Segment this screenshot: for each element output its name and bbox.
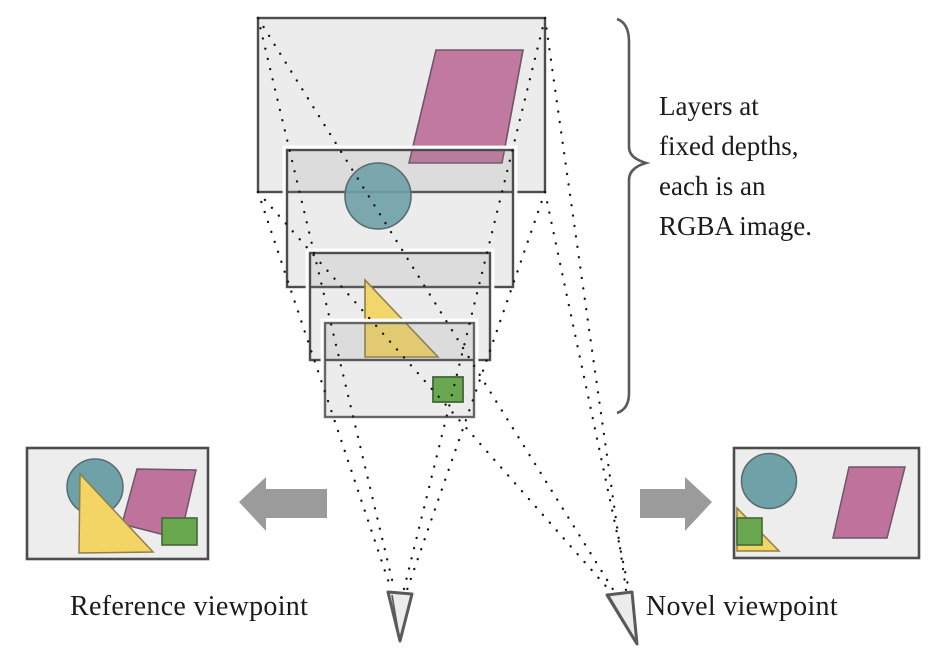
reference-camera-icon: [386, 590, 414, 643]
layer-2-halo: [282, 145, 518, 292]
projection-line-ref-tl: [256, 16, 396, 590]
novel-viewpoint-label: Novel viewpoint: [646, 591, 838, 622]
reference-green: [161, 517, 198, 546]
green-square: [432, 376, 464, 403]
projection-line-novel-tr: [543, 16, 628, 592]
reference-camera-fold: [391, 594, 400, 637]
reference-viewpoint-label: Reference viewpoint: [70, 591, 309, 622]
layer-4: [320, 318, 479, 422]
novel-green: [736, 517, 763, 546]
novel-magenta: [832, 466, 906, 539]
right-arrow-icon: [640, 477, 712, 531]
layers-note: Layers at fixed depths, each is an RGBA …: [659, 91, 812, 241]
projection-line-ref-bl: [256, 190, 393, 591]
novel-view-thumbnail: [732, 446, 921, 560]
layer-4-halo: [320, 318, 479, 422]
magenta-parallelogram: [407, 49, 524, 164]
yellow-triangle: [364, 277, 440, 358]
projection-lines: [256, 16, 631, 594]
teal-circle: [344, 162, 412, 230]
projection-line-ref-br: [405, 190, 547, 592]
projection-line-ref-tr: [402, 16, 547, 591]
layer-3-halo: [305, 248, 495, 365]
novel-camera-icon: [605, 590, 639, 646]
layer-4-rect: [323, 321, 476, 419]
reference-triangle: [78, 472, 155, 554]
curly-brace: [616, 17, 651, 415]
left-arrow-icon: [239, 477, 327, 531]
novel-camera-fold: [608, 595, 635, 639]
reference-view-thumbnail: [25, 446, 210, 561]
novel-circle: [740, 452, 798, 510]
reference-camera-body: [386, 590, 414, 643]
